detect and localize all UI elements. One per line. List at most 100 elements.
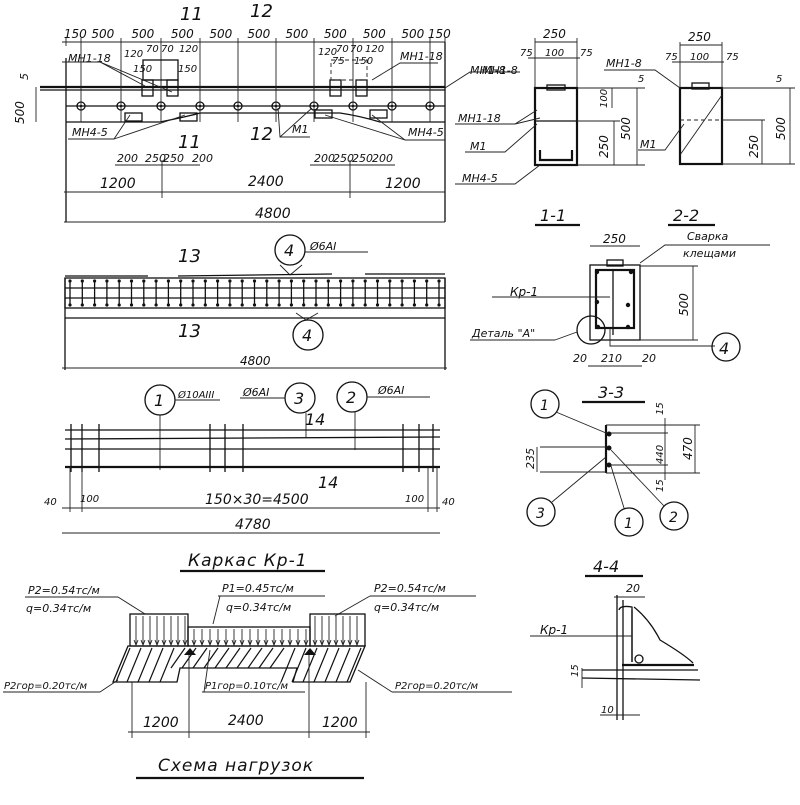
- span-dim-middle: 2400: [248, 174, 284, 190]
- span-dim: 1200: [322, 715, 358, 731]
- concrete-edge: [618, 605, 694, 664]
- weld-label-line2: клещами: [683, 247, 736, 260]
- total-length: 4780: [235, 517, 271, 533]
- callout-circle: [659, 501, 689, 531]
- hatch-line: [192, 647, 208, 669]
- load-arrows: [133, 616, 360, 647]
- top-dim-label: 150: [64, 27, 87, 41]
- weld-dot: [252, 279, 257, 283]
- span-dim: 2400: [228, 713, 264, 729]
- weld-dot: [129, 303, 134, 307]
- weld-dot: [326, 303, 330, 307]
- dim: 250: [747, 135, 761, 158]
- dim: 250: [597, 135, 611, 158]
- arrow-head: [199, 639, 205, 647]
- span-dim-right: 1200: [385, 176, 421, 192]
- weld-dot: [437, 303, 441, 307]
- hatch-line: [159, 647, 175, 683]
- callout-circle: [530, 389, 560, 419]
- hatch-line: [313, 647, 329, 683]
- support-triangle: [184, 648, 196, 655]
- arrow-head: [247, 639, 253, 647]
- dim-stirrup-spacing: 150×30=4500: [205, 492, 309, 508]
- arrow-head: [263, 639, 269, 647]
- dim: 100: [80, 494, 99, 505]
- section-outline: [533, 86, 579, 167]
- total-length: 4800: [255, 206, 291, 222]
- weld-dot: [400, 279, 404, 283]
- leader-line: [638, 123, 685, 151]
- plate-outline: [330, 59, 368, 81]
- dim: 10: [601, 705, 614, 716]
- hatch-line: [291, 647, 307, 683]
- section-mark-13-top: 13: [178, 246, 201, 267]
- weld-dot: [314, 279, 318, 283]
- dim: 100: [690, 52, 709, 63]
- weld-dot: [68, 303, 72, 307]
- span-dim-left: 1200: [100, 176, 136, 192]
- hatch-line: [115, 647, 131, 683]
- arrow-head: [182, 639, 188, 647]
- section-outline: [678, 86, 724, 166]
- section-title-3-3: 3-3: [598, 383, 624, 402]
- part-dim-label: 250: [145, 152, 166, 165]
- rebar-dot: [606, 462, 612, 468]
- weld-dot: [228, 279, 232, 283]
- part-dim-label: 250: [352, 152, 373, 165]
- weld-dot: [166, 279, 170, 283]
- plate-outline: [142, 59, 179, 81]
- top-dim-label: 500: [171, 27, 194, 41]
- arrow-head: [207, 639, 213, 647]
- weld-dot: [363, 279, 367, 283]
- dim: 500: [619, 117, 633, 140]
- weld-dot: [265, 303, 269, 307]
- label-detail-a: Деталь "А": [471, 327, 535, 340]
- leader-line: [610, 449, 665, 507]
- hatch-line: [269, 647, 285, 669]
- hatch-line: [203, 647, 219, 669]
- total-length: 4800: [240, 354, 271, 368]
- section-12: 250 75 100 75 250 500 5 МН1-8 М1: [604, 30, 795, 166]
- rebar-dot: [606, 431, 612, 437]
- embedded-plate-bottom: [314, 109, 333, 119]
- load-label: P2=0.54тс/м: [28, 584, 100, 597]
- arrow-head: [223, 639, 229, 647]
- arrow-head: [340, 639, 346, 647]
- load-label: q=0.34тс/м: [226, 601, 291, 614]
- label-m1: М1: [470, 140, 487, 153]
- callout-number: 1: [540, 398, 549, 414]
- leader-line: [610, 465, 625, 509]
- load-label: P2гор=0.20тс/м: [4, 681, 87, 692]
- horizontal-load-hatch: [115, 647, 362, 683]
- weld-dot: [265, 279, 269, 283]
- part-dim: 120: [124, 49, 143, 60]
- weld-dot: [68, 279, 72, 283]
- section-mark-11-bottom: 11: [178, 132, 201, 153]
- weld-dot: [277, 279, 281, 283]
- section-3-3: 3-3 15 440 15 470 235 1 3 1 2: [524, 383, 700, 537]
- leader-line: [609, 328, 715, 347]
- cage-title: Каркас Кр-1: [188, 551, 308, 571]
- part-dim: 120: [365, 44, 384, 55]
- section-outline: [589, 264, 641, 341]
- dim: 40: [442, 497, 455, 508]
- arrow-head: [133, 639, 139, 647]
- leader-line: [555, 411, 607, 434]
- leader-line: [277, 107, 313, 138]
- weld-dot: [375, 303, 380, 307]
- weld-dot: [388, 279, 392, 283]
- rebar-dot: [625, 324, 631, 330]
- dim: 100: [405, 494, 424, 505]
- arrow-head: [271, 639, 277, 647]
- leader-line: [117, 596, 146, 615]
- arrow-head: [175, 639, 181, 647]
- dim: 440: [655, 445, 666, 464]
- leader-line: [99, 61, 173, 93]
- top-dim-label: 150: [428, 27, 451, 41]
- weld-dot: [437, 279, 441, 283]
- weld-dot: [105, 279, 109, 283]
- label-m1: М1: [640, 138, 657, 151]
- arrow-head: [168, 639, 174, 647]
- weld-dot: [289, 303, 293, 307]
